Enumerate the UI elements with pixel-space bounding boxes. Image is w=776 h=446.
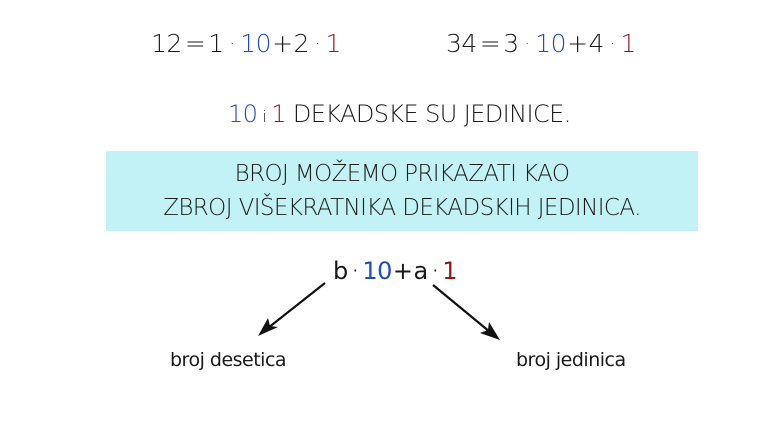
multiply-dot: · [432,261,438,280]
general-formula: b·10+a·1 [333,257,458,285]
tens-unit: 10 [240,29,272,58]
ones-coefficient: 2 [293,29,310,58]
multiply-dot: · [314,34,320,53]
multiply-dot: · [524,34,530,53]
tens-variable: b [333,257,348,285]
equation-lhs: 34 [446,29,477,58]
tens-coefficient: 1 [208,29,224,58]
ones-unit: 1 [325,29,342,58]
ones-unit: 1 [442,257,458,285]
equals-sign: = [184,29,206,58]
plus-sign: + [392,257,413,285]
highlight-line-1: BROJ MOŽEMO PRIKAZATI KAO [234,161,570,187]
ten-unit: 10 [228,100,258,128]
arrow-right-icon [432,284,500,340]
highlight-box: BROJ MOŽEMO PRIKAZATI KAO ZBROJ VIŠEKRAT… [106,151,698,231]
equation-34: 34=3·10+4·1 [446,29,636,58]
multiply-dot: · [352,261,358,280]
one-unit: 1 [271,100,286,128]
plus-sign: + [272,29,293,58]
equation-12: 12=1·10+2·1 [151,29,341,58]
tens-unit: 10 [535,29,567,58]
plus-sign: + [567,29,588,58]
equation-lhs: 12 [151,29,182,58]
ones-unit: 1 [620,29,637,58]
equals-sign: = [479,29,501,58]
arrow-left-icon [258,282,326,336]
tens-count-label: broj desetica [170,349,287,371]
tens-unit: 10 [362,257,392,285]
multiply-dot: · [229,34,235,53]
ones-coefficient: 4 [588,29,605,58]
multiply-dot: · [609,34,615,53]
tens-coefficient: 3 [503,29,519,58]
ones-variable: a [413,257,428,285]
highlight-line-2: ZBROJ VIŠEKRATNIKA DEKADSKIH JEDINICA. [163,195,641,221]
ones-count-label: broj jedinica [516,349,626,371]
conjunction: i [262,107,267,126]
statement-text: DEKADSKE SU JEDINICE. [292,100,571,128]
